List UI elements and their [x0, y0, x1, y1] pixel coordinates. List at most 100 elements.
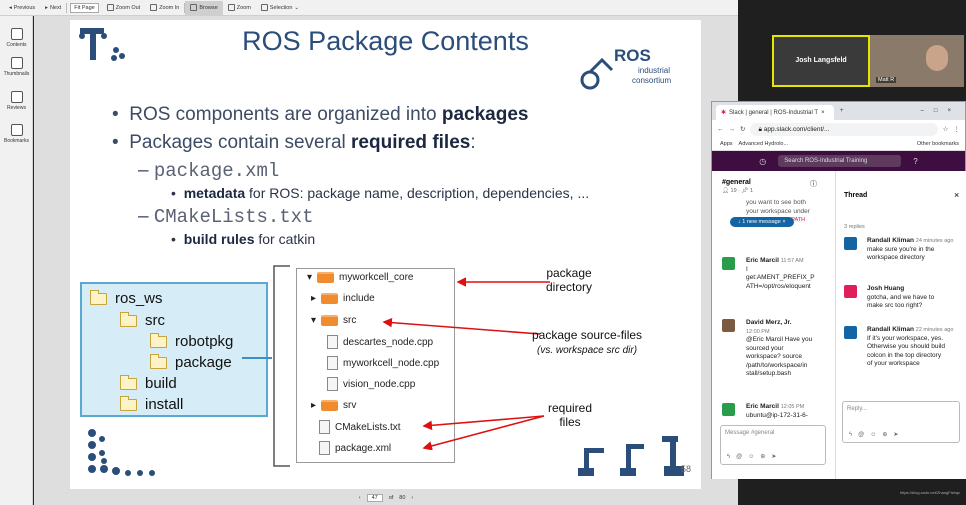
composer-tools-icon[interactable]: ϟ@☺⊕➤: [849, 432, 905, 438]
page-total: 80: [399, 495, 406, 501]
zoom-in-icon: [150, 4, 158, 11]
star-icon[interactable]: ☆: [942, 126, 949, 133]
browser-tab-slack[interactable]: ✱Slack | general | ROS-Industrial T×: [716, 105, 834, 120]
extensions-icon[interactable]: ⋮: [953, 126, 961, 133]
file-icon: [327, 335, 338, 349]
workspace-tree: ros_ws src robotpkg package build instal…: [80, 282, 268, 417]
url-field[interactable]: 🔒︎ app.slack.com/client/...: [750, 122, 938, 136]
page-number-input[interactable]: 47: [366, 494, 383, 502]
previous-button[interactable]: ◂Previous: [9, 4, 36, 11]
chevron-right-icon: ▸: [311, 400, 317, 411]
tree-node-build: build: [120, 374, 177, 392]
package-tree: ▾myworkcell_core ▸include ▾src descartes…: [296, 268, 455, 463]
file-icon: [327, 356, 338, 370]
participant-name: Matt R: [876, 77, 897, 83]
zoom-tool-button[interactable]: Zoom: [223, 1, 256, 15]
dash-package-xml: – package.xml: [138, 160, 280, 182]
avatar[interactable]: [844, 285, 857, 298]
fit-page-select[interactable]: Fit Page: [70, 2, 99, 13]
sidebar-item-bookmarks[interactable]: Bookmarks: [0, 124, 33, 144]
folder-icon: [321, 315, 339, 326]
msg-2: David Merz, Jr.12:00 PM@Eric Marcil Have…: [746, 319, 813, 377]
close-icon[interactable]: ×: [821, 109, 825, 116]
video-tile-participant[interactable]: Matt R: [870, 35, 964, 87]
composer-tools-icon[interactable]: ϟ@☺⊕➤: [727, 454, 783, 460]
channel-name[interactable]: #general: [722, 179, 751, 186]
slide-page-number: 58: [681, 464, 692, 474]
selection-button[interactable]: Selection⌄: [256, 1, 304, 15]
avatar[interactable]: [722, 319, 735, 332]
logo-consortium-text: consortium: [632, 76, 672, 85]
avatar[interactable]: [844, 237, 857, 250]
avatar[interactable]: [722, 257, 735, 270]
page-of-label: of: [388, 495, 394, 501]
selection-icon: [260, 4, 268, 11]
close-thread-icon[interactable]: ×: [954, 190, 960, 200]
bracket-connector-icon: [242, 265, 290, 467]
sidebar-item-reviews[interactable]: Reviews: [0, 91, 33, 111]
folder-icon: [120, 311, 137, 327]
next-button[interactable]: ▸Next: [45, 4, 62, 11]
divider: [66, 2, 68, 13]
dots-decoration-icon: [88, 429, 155, 476]
info-icon[interactable]: ⓘ: [810, 181, 817, 188]
pkg-file-myworkcell-node: myworkcell_node.cpp: [327, 356, 439, 370]
file-icon: [319, 441, 330, 455]
sidebar-item-thumbnails[interactable]: Thumbnails: [0, 57, 33, 77]
annotation-required-files: required files: [548, 401, 593, 429]
participant-face: [926, 45, 948, 71]
new-tab-icon[interactable]: +: [840, 108, 844, 114]
bookmark-apps[interactable]: Apps: [720, 141, 733, 147]
dash-cmakelists: – CMakeLists.txt: [138, 206, 314, 228]
bookmark-hydrology[interactable]: Advanced Hydrolo...: [738, 141, 789, 147]
sub-bullet-build-rules: • build rules for catkin: [171, 231, 316, 247]
thread-pane: Thread × 3 replies Randall Kliman 24 min…: [836, 171, 966, 479]
folder-icon: [150, 332, 167, 348]
pkg-file-vision-node: vision_node.cpp: [327, 377, 415, 391]
zoom-out-button[interactable]: Zoom Out: [102, 1, 145, 15]
browse-button[interactable]: Browse: [185, 0, 223, 15]
window-controls-icon[interactable]: –□×: [920, 108, 961, 114]
bookmark-other[interactable]: Other bookmarks: [916, 141, 959, 147]
folder-icon: [150, 353, 167, 369]
slack-search[interactable]: Search ROS-Industrial Training: [778, 155, 902, 167]
magnifier-icon: [227, 4, 235, 11]
new-message-pill[interactable]: ↓ 1 new message ×: [730, 217, 794, 227]
page-navigation: ‹ 47 of 80 ›: [34, 491, 738, 505]
forward-icon[interactable]: →: [728, 125, 736, 133]
browser-window: ✱Slack | general | ROS-Industrial T× + –…: [711, 101, 966, 479]
sidebar-item-contents[interactable]: Contents: [0, 28, 33, 48]
tree-node-robotpkg: robotpkg: [150, 332, 233, 350]
back-icon[interactable]: ←: [717, 125, 724, 133]
slack-top-bar: ◷ Search ROS-Industrial Training ?: [712, 151, 965, 171]
help-icon[interactable]: ?: [913, 156, 918, 166]
next-page-icon[interactable]: ›: [411, 495, 414, 501]
folder-icon: [120, 395, 137, 411]
speaker-name: Josh Langsfeld: [795, 57, 847, 64]
divider: [184, 2, 186, 13]
reply-input[interactable]: Reply...ϟ@☺⊕➤: [842, 401, 960, 443]
pen-icon: [10, 91, 23, 103]
video-tile-speaker[interactable]: Josh Langsfeld: [772, 35, 870, 87]
chevron-down-icon: ▾: [307, 272, 313, 283]
reload-icon[interactable]: ↻: [740, 126, 746, 133]
history-icon[interactable]: ◷: [759, 156, 767, 166]
thread-title: Thread: [844, 192, 868, 199]
tree-node-src: src: [120, 311, 165, 329]
avatar[interactable]: [722, 403, 735, 416]
bookmark-icon: [10, 124, 23, 136]
tab-bar: ✱Slack | general | ROS-Industrial T× + –…: [712, 102, 965, 120]
avatar[interactable]: [844, 326, 857, 339]
tree-node-ros-ws: ros_ws: [90, 289, 163, 307]
tree-node-package: package: [150, 353, 232, 371]
zoom-in-button[interactable]: Zoom In: [145, 1, 184, 15]
file-icon: [319, 420, 330, 434]
channel-pane: #general 👤︎ 19 · 📌︎ 1 ⓘ you want to see …: [712, 171, 836, 479]
tree-node-install: install: [120, 395, 183, 413]
prev-page-icon[interactable]: ‹: [358, 495, 361, 501]
folder-icon: [317, 272, 335, 283]
logo-ros-text: ROS: [614, 46, 651, 65]
